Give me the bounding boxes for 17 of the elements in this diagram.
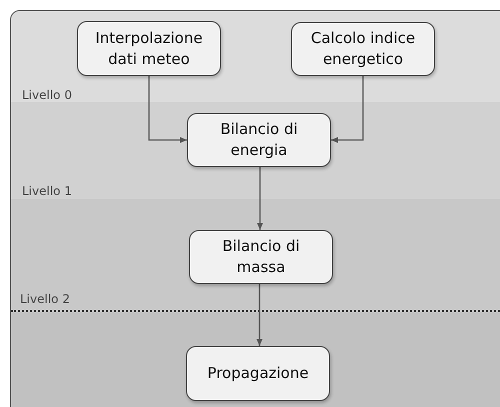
- arrow: [256, 284, 262, 346]
- box-label: Interpolazione dati meteo: [94, 28, 204, 70]
- process-box: [186, 346, 330, 401]
- arrow: [148, 76, 187, 143]
- level-label: Livello 0: [22, 88, 72, 102]
- process-box: [187, 113, 331, 167]
- process-box: [189, 230, 333, 284]
- arrow: [331, 76, 364, 143]
- box-label: Bilancio di energia: [219, 119, 299, 161]
- arrow: [257, 167, 263, 230]
- level-label: Livello 1: [22, 184, 72, 198]
- process-box: [291, 22, 435, 76]
- box-label: Calcolo indice energetico: [310, 28, 416, 70]
- box-label: Bilancio di massa: [221, 236, 301, 278]
- process-box: [77, 21, 221, 76]
- level-label: Livello 2: [20, 292, 70, 306]
- box-label: Propagazione: [207, 363, 309, 384]
